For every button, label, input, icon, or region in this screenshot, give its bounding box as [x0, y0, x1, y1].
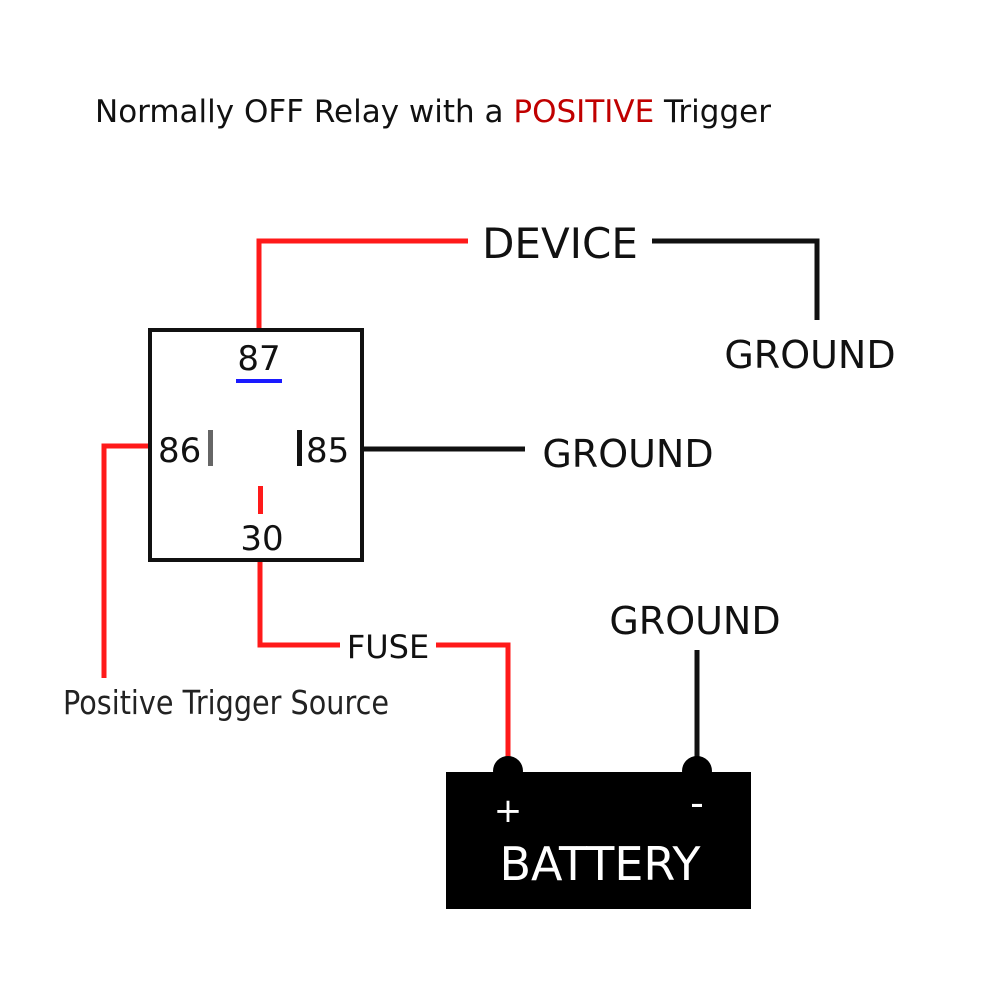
title-prefix: Normally OFF Relay with a [95, 94, 513, 130]
battery-body [446, 772, 751, 909]
wire-device-to-ground [652, 238, 820, 320]
diagram-title: Normally OFF Relay with a POSITIVE Trigg… [95, 94, 771, 130]
title-suffix: Trigger [654, 94, 771, 130]
battery-plus-sign: + [494, 791, 523, 831]
ground-battery-label: GROUND [609, 599, 780, 643]
title-highlight: POSITIVE [513, 94, 654, 130]
wire-fuse-to-battery [436, 642, 511, 765]
device-label: DEVICE [482, 219, 638, 268]
ground-relay-label: GROUND [542, 432, 713, 476]
trigger-source-label: Positive Trigger Source [63, 683, 389, 722]
battery-minus-sign: - [690, 781, 704, 825]
pin-86-marker [208, 430, 213, 466]
relay-box [148, 328, 364, 562]
wire-87-to-device [256, 238, 468, 330]
wire-trigger-to-86 [101, 443, 150, 678]
battery-label: BATTERY [499, 837, 701, 891]
pin-85-label: 85 [306, 431, 349, 471]
pin-30-marker [258, 486, 263, 514]
fuse-label: FUSE [347, 628, 429, 666]
pin-85-marker [297, 430, 302, 466]
pin-87-label: 87 [237, 339, 280, 379]
wire-30-to-fuse [257, 560, 340, 648]
pin-30-label: 30 [240, 519, 283, 559]
ground-device-label: GROUND [724, 333, 895, 377]
pin-86-label: 86 [158, 431, 201, 471]
battery: + - BATTERY [446, 756, 751, 909]
